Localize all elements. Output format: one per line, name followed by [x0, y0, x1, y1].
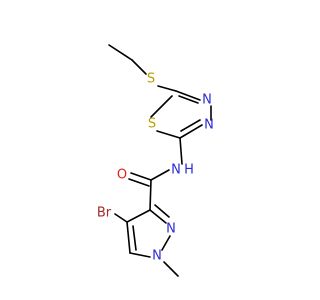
- bond-c3-n2: [149, 209, 167, 224]
- bond-s-c5: [157, 85, 177, 92]
- bond-n3-c2-double: [180, 119, 201, 132]
- bond-c5-c4-double: [132, 225, 137, 251]
- bond-n1-methyl: [163, 261, 179, 277]
- bond-c5-n4-double: [178, 95, 199, 104]
- atom-br: Br: [97, 206, 112, 221]
- bond-nh-carbonyl: [150, 169, 170, 181]
- atom-n-thiadiazole-lower: N: [204, 118, 214, 133]
- bond-c2-nh: [179, 137, 183, 165]
- bond-c2-s1: [156, 130, 181, 139]
- bond-n3-c2: [179, 124, 203, 139]
- atom-s-thioether: S: [147, 72, 155, 87]
- bond-c4-br: [114, 213, 128, 223]
- bond-n1-c5: [129, 252, 151, 258]
- molecule-structure-diagram: S N N S N H O Br N N: [97, 44, 214, 277]
- bond-c3-n2-double: [154, 204, 170, 218]
- atom-n-pyrazole-1: N: [152, 249, 162, 264]
- atom-o-carbonyl: O: [117, 168, 127, 183]
- bond-c5-n4: [175, 90, 201, 101]
- atom-label-layer: S N N S N H O Br N N: [97, 72, 214, 264]
- bond-n2-n1: [161, 235, 171, 251]
- bond-c3-c4: [126, 209, 151, 223]
- atom-s-ring: S: [148, 117, 156, 132]
- atom-n-pyrazole-2: N: [166, 222, 176, 237]
- atom-n-amide: N: [171, 163, 181, 178]
- bond-layer: [108, 44, 212, 277]
- atom-h-amide: H: [184, 163, 194, 178]
- bond-carbonyl-o-double: [128, 178, 150, 187]
- bond-carbonyl-o: [130, 172, 152, 181]
- bond-c5-c4: [126, 221, 131, 254]
- atom-n-thiadiazole-upper: N: [202, 93, 212, 108]
- bond-ethyl-ch3-ch2: [108, 44, 133, 61]
- bond-carbonyl-c3: [149, 179, 152, 211]
- bond-s1-c5: [150, 95, 173, 118]
- bond-ethyl-ch2-s: [131, 59, 147, 75]
